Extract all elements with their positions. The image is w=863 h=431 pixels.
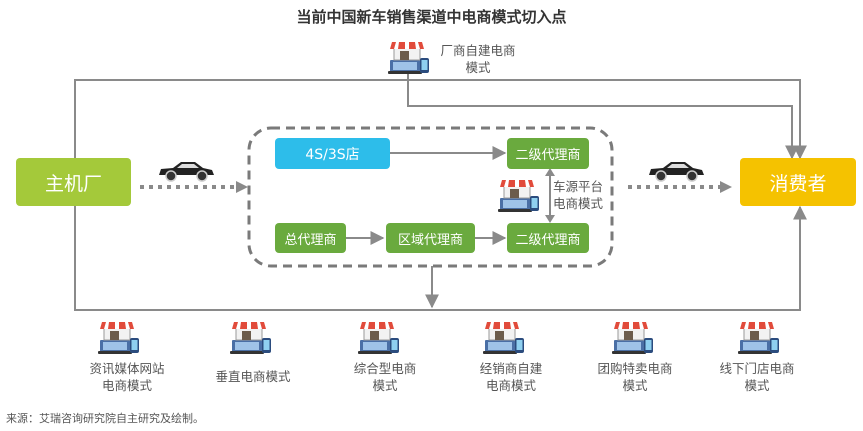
general-agent-box: 总代理商 <box>275 223 346 253</box>
bottom-model-line1: 经销商自建 <box>479 361 543 376</box>
shop-laptop-icon <box>610 318 656 360</box>
manufacturer-box: 主机厂 <box>16 158 131 206</box>
bottom-model-label: 资讯媒体网站电商模式 <box>72 360 182 394</box>
bottom-model-line2: 模式 <box>744 378 770 393</box>
top-model-label: 厂商自建电商 模式 <box>430 42 526 76</box>
shop-laptop-icon <box>736 318 782 360</box>
bottom-model-label: 线下门店电商模式 <box>702 360 812 394</box>
store-4s-label: 4S/3S店 <box>305 146 360 163</box>
bottom-model-line1: 垂直电商模式 <box>215 369 291 384</box>
store-4s-box: 4S/3S店 <box>275 138 390 169</box>
platform-model-line1: 车源平台 <box>553 179 604 194</box>
shop-laptop-icon <box>386 38 432 80</box>
shop-laptop-icon <box>228 318 274 360</box>
regional-agent-box: 区域代理商 <box>386 223 475 253</box>
dealer-bottom-box: 二级代理商 <box>507 223 589 253</box>
bottom-model-label: 经销商自建电商模式 <box>456 360 566 394</box>
bottom-model-label: 垂直电商模式 <box>198 368 308 385</box>
shop-laptop-icon <box>496 176 542 218</box>
top-loop-line <box>74 79 807 160</box>
bottom-model-line1: 综合型电商 <box>353 361 417 376</box>
consumer-box: 消费者 <box>740 158 856 206</box>
bottom-model-line2: 模式 <box>622 378 648 393</box>
top-model-line1: 厂商自建电商 <box>440 43 516 58</box>
dealer-top-box: 二级代理商 <box>507 138 589 169</box>
bottom-model-line1: 资讯媒体网站 <box>89 361 165 376</box>
platform-model-label: 车源平台 电商模式 <box>553 178 617 212</box>
manufacturer-label: 主机厂 <box>44 172 102 195</box>
bottom-model-label: 团购特卖电商模式 <box>580 360 690 394</box>
bottom-model-line1: 线下门店电商 <box>719 361 795 376</box>
shop-laptop-icon <box>356 318 402 360</box>
general-agent-label: 总代理商 <box>284 232 337 248</box>
car-icon <box>649 162 704 182</box>
consumer-label: 消费者 <box>769 172 827 195</box>
top-icon-line <box>407 70 799 160</box>
source-note: 来源：艾瑞咨询研究院自主研究及绘制。 <box>6 412 204 425</box>
shop-laptop-icon <box>481 318 527 360</box>
bottom-model-label: 综合型电商模式 <box>330 360 440 394</box>
platform-model-line2: 电商模式 <box>553 196 604 211</box>
bottom-loop-line <box>74 205 807 311</box>
dealer-top-label: 二级代理商 <box>515 148 581 163</box>
regional-agent-label: 区域代理商 <box>397 232 463 248</box>
bottom-model-line2: 模式 <box>372 378 398 393</box>
diagram-title: 当前中国新车销售渠道中电商模式切入点 <box>296 8 567 26</box>
top-model-line2: 模式 <box>465 60 491 75</box>
car-icon <box>159 162 214 182</box>
bottom-model-line2: 电商模式 <box>101 378 152 393</box>
bottom-model-line2: 电商模式 <box>485 378 536 393</box>
shop-laptop-icon <box>96 318 142 360</box>
dealer-bottom-label: 二级代理商 <box>515 232 581 248</box>
bottom-model-line1: 团购特卖电商 <box>597 361 673 376</box>
